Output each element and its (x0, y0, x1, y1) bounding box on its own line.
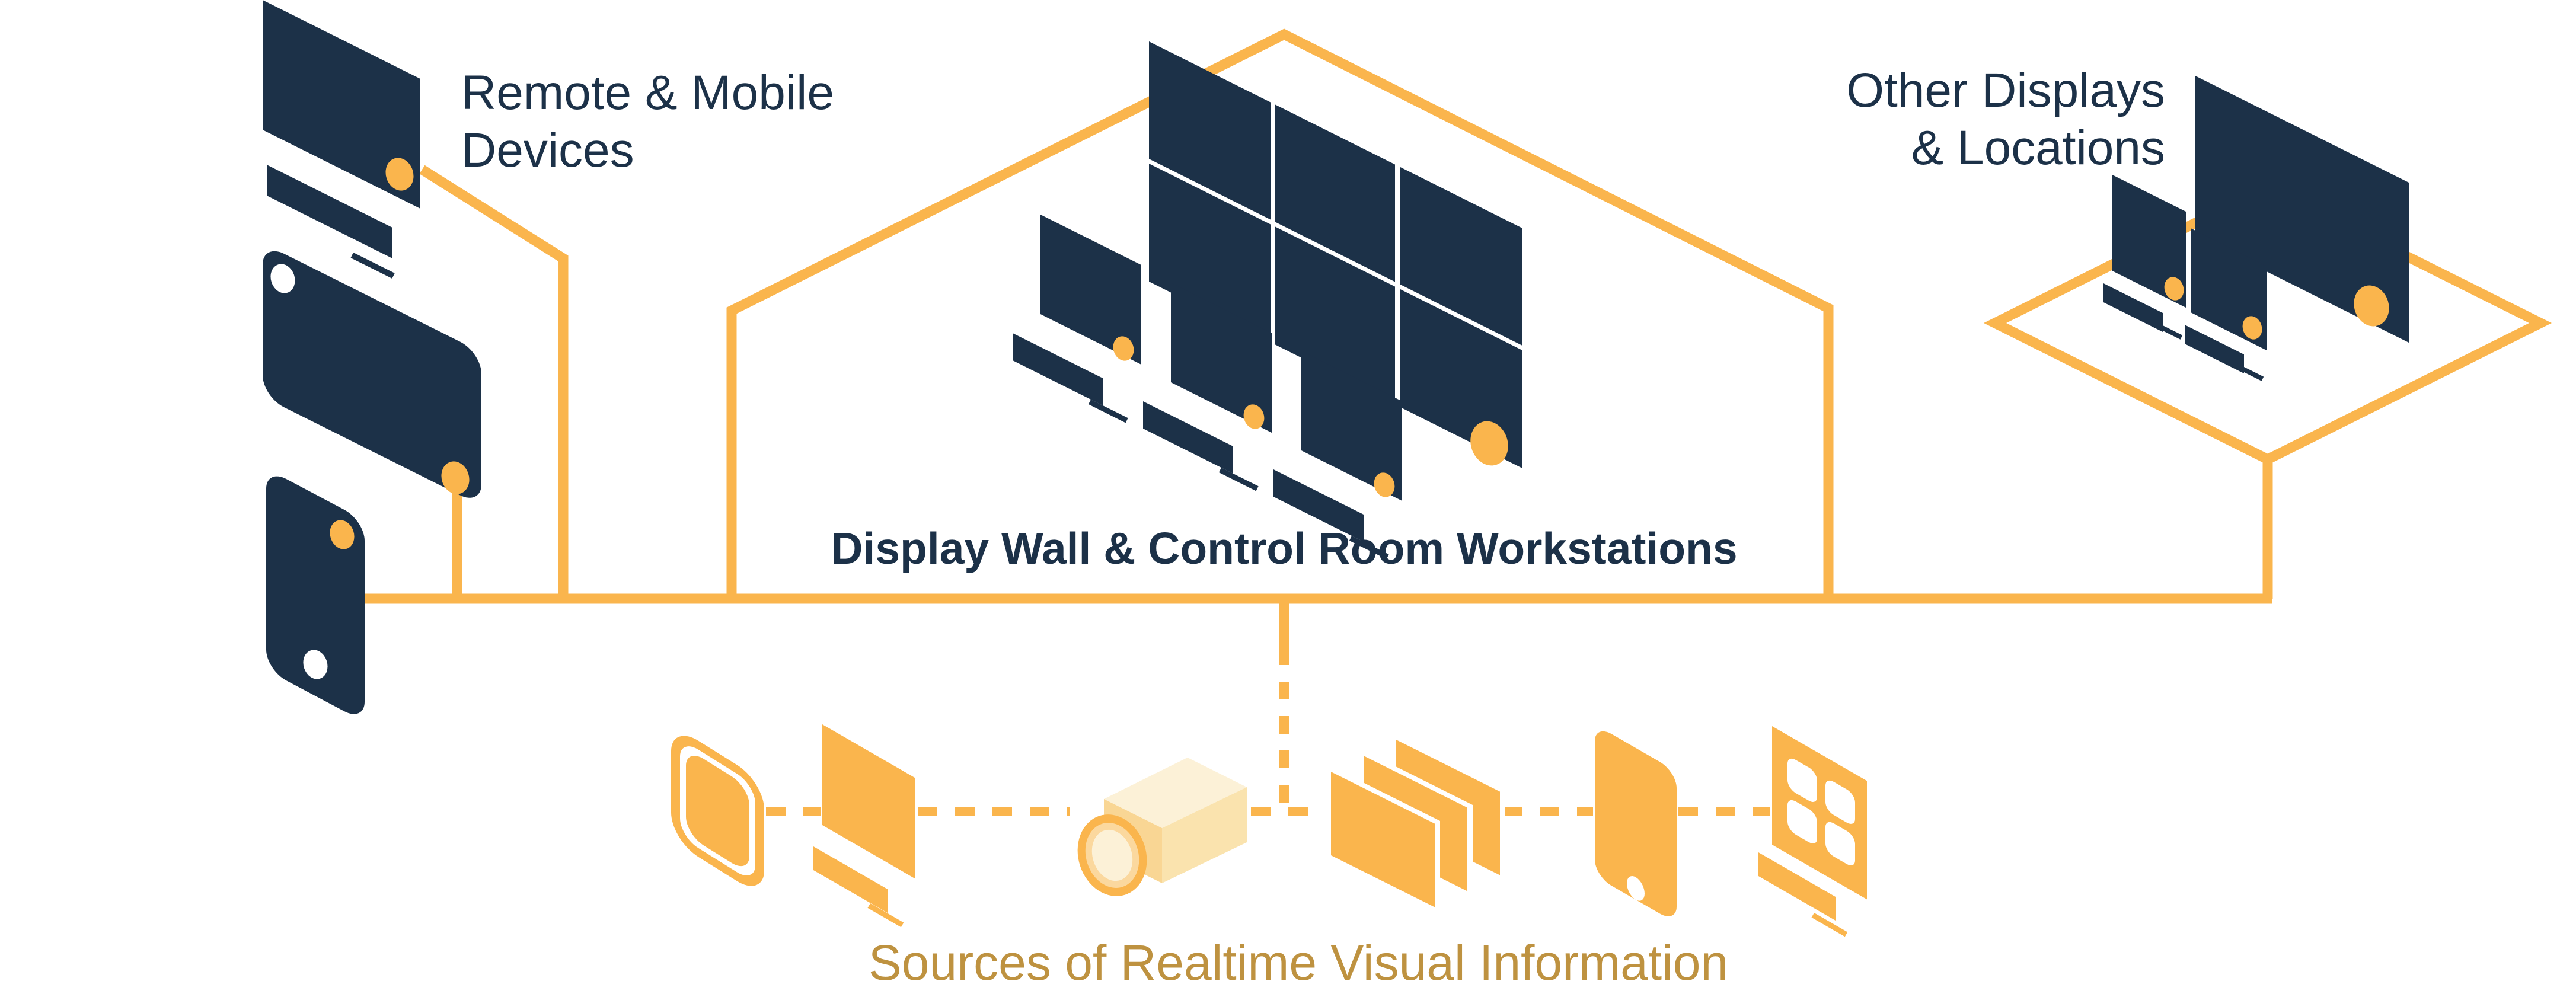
sources-vertical-dashed-line (1279, 647, 1289, 811)
app-window-tile (1825, 818, 1855, 869)
app-window-tile (1787, 797, 1817, 847)
control-room-outline-icon (726, 28, 1834, 599)
source-video-camera-icon (1077, 758, 1247, 896)
sources-caption: Sources of Realtime Visual Information (868, 935, 1729, 990)
camera-lens (1077, 814, 1147, 896)
camera-top-face (1104, 758, 1247, 828)
remote-mobile-label-line1: Remote & Mobile (461, 66, 834, 120)
sources-dashed-line-1 (766, 807, 821, 816)
sources-dashed-line-5 (1678, 807, 1770, 816)
sources-dashed-line-3 (1251, 807, 1329, 816)
laptop-connector-line (419, 165, 569, 599)
app-window-tile (1825, 776, 1855, 827)
sources-dashed-line-4 (1502, 807, 1593, 816)
remote-mobile-label: Remote & Mobile Devices (461, 64, 834, 179)
other-displays-label: Other Displays & Locations (1846, 62, 2165, 177)
remote-mobile-label-line2: Devices (461, 123, 634, 177)
source-tablet-inner (686, 747, 749, 874)
display-wall-title: Display Wall & Control Room Workstations (831, 523, 1738, 573)
other-displays-label-line2: & Locations (1911, 121, 2166, 175)
sources-dashed-line-2 (918, 807, 1070, 816)
camera-right-face (1162, 787, 1247, 883)
app-window-tile (1787, 755, 1817, 806)
other-displays-label-line1: Other Displays (1846, 63, 2165, 117)
